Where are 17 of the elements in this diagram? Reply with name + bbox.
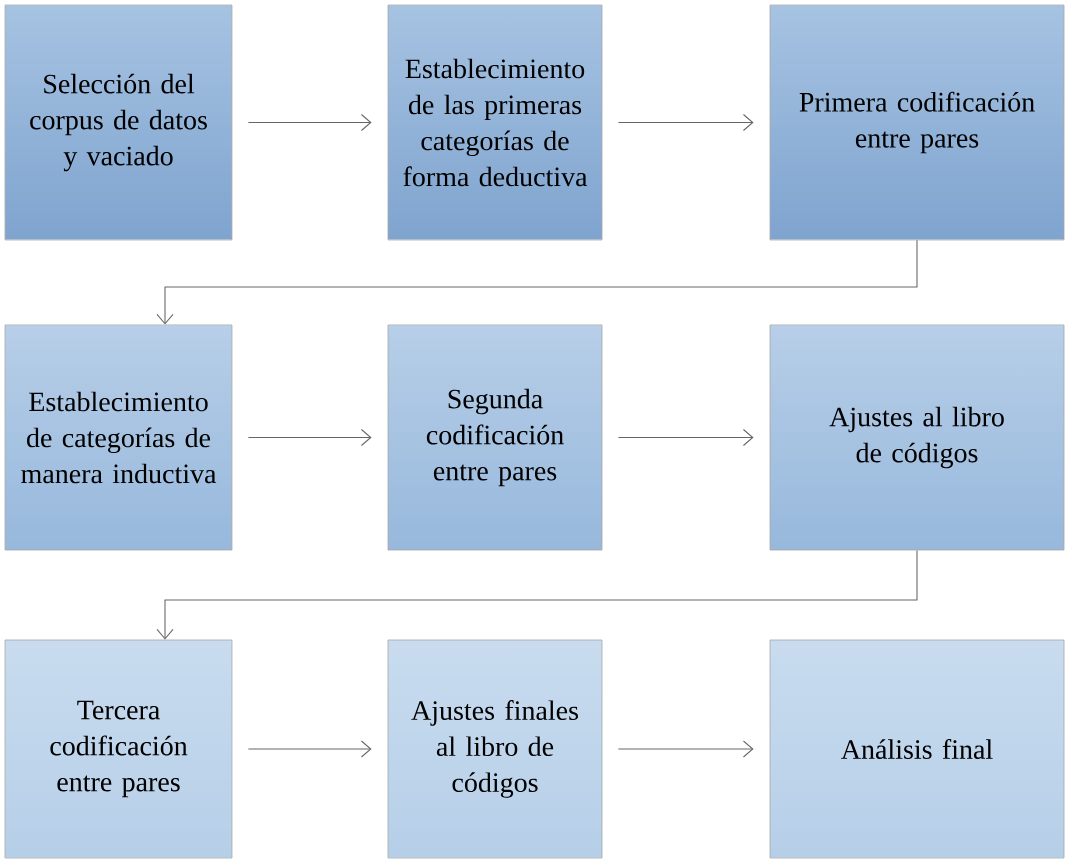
arrow (247, 740, 372, 758)
process-box: Primera codificación entre pares (769, 4, 1065, 241)
process-box: Ajustes al libro de códigos (769, 324, 1065, 551)
arrow (617, 428, 754, 447)
arrow (156, 239, 918, 325)
arrow (617, 113, 754, 132)
arrow (617, 740, 754, 758)
arrow (247, 113, 372, 132)
process-box: Tercera codificación entre pares (4, 639, 233, 859)
arrow (156, 549, 918, 640)
arrow (247, 428, 372, 447)
process-box: Ajustes finales al libro de códigos (387, 639, 603, 859)
process-box: Selección del corpus de datos y vaciado (4, 4, 233, 241)
process-box: Análisis final (769, 639, 1065, 859)
process-box: Establecimiento de las primeras categorías de forma deductiva (387, 4, 603, 241)
process-box: Segunda codificación entre pares (387, 324, 603, 551)
process-box: Establecimiento de categorías de manera inductiva (4, 324, 233, 551)
